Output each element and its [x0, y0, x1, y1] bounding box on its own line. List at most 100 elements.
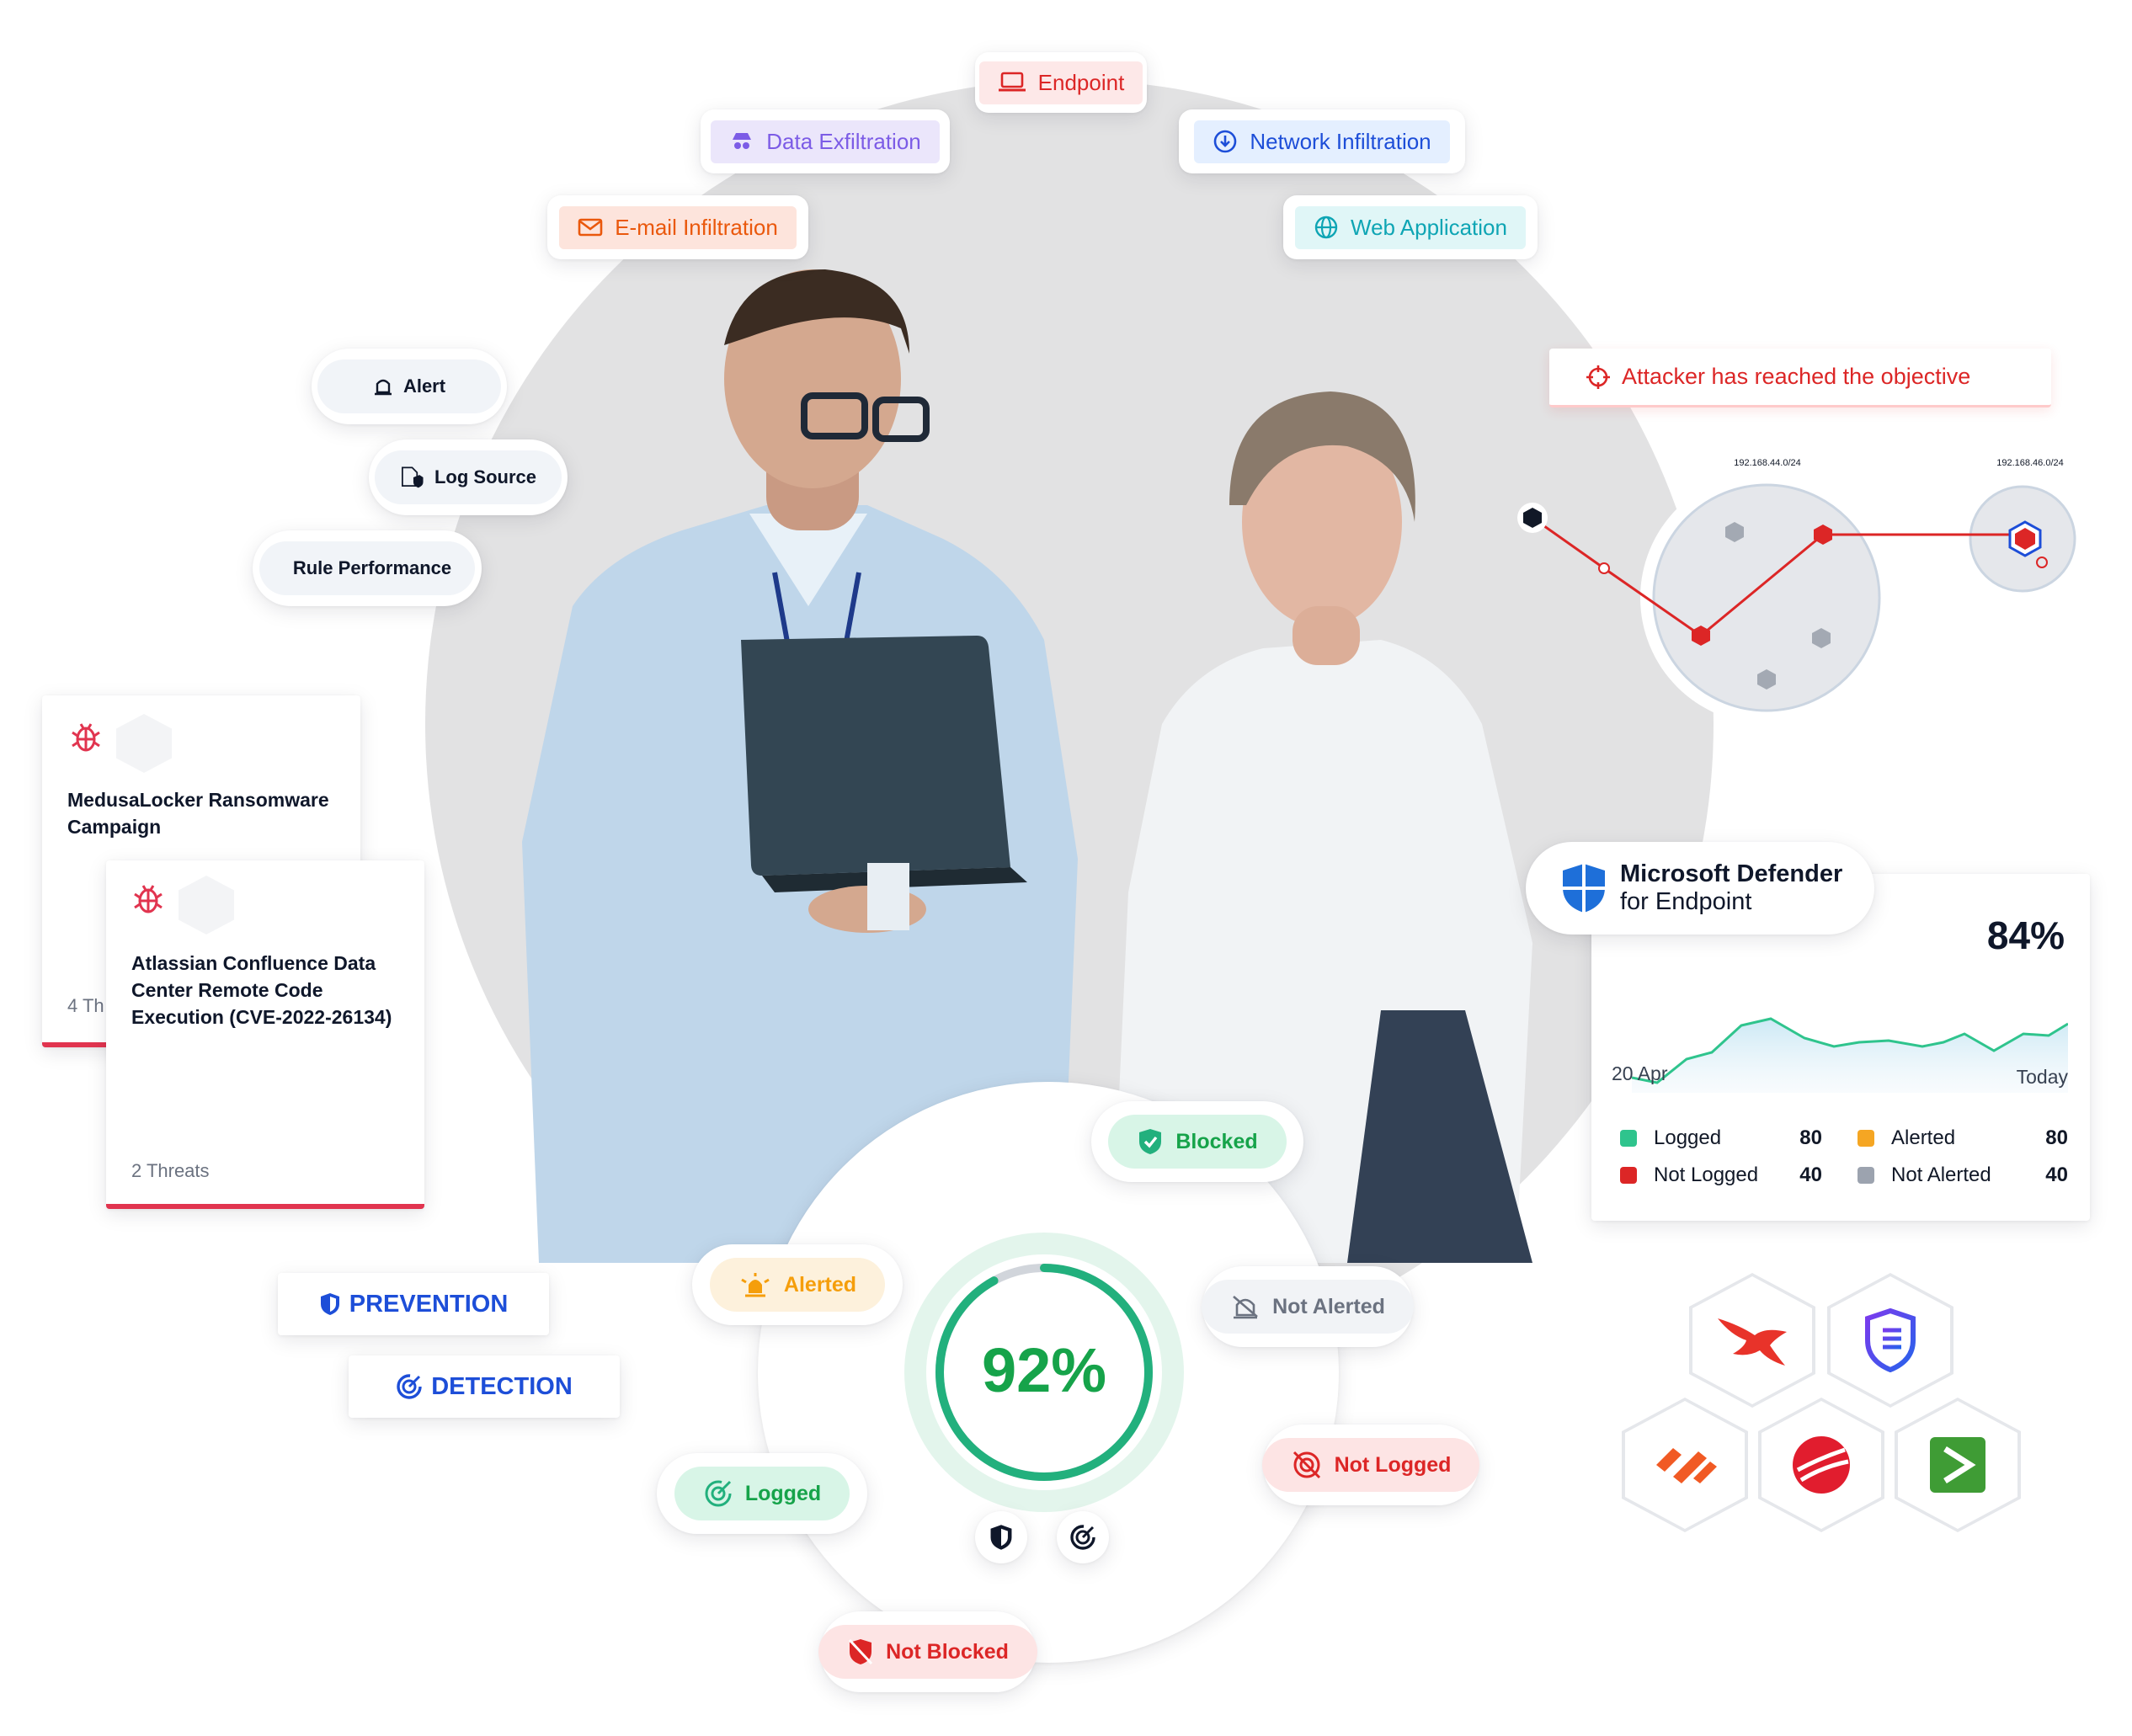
legend-label: Not Logged: [1654, 1164, 1759, 1186]
tag-label: E-mail Infiltration: [615, 214, 778, 240]
hexagon-placeholder: [179, 876, 234, 935]
defender-percent: 84%: [1986, 913, 2065, 957]
terminal-icon: [1930, 1437, 1985, 1493]
tag-label: Web Application: [1351, 214, 1507, 240]
bug-icon: [72, 723, 100, 752]
defender-title-block: Microsoft Defender for Endpoint: [1620, 860, 1842, 916]
threat-title: MedusaLocker Ransomware Campaign: [67, 789, 329, 838]
threat-card-2[interactable]: Atlassian Confluence Data Center Remote …: [106, 860, 424, 1209]
shield-check-icon: [1139, 1129, 1162, 1154]
vendor-trendmicro[interactable]: [1758, 1398, 1884, 1532]
node-icon: [1814, 525, 1832, 545]
shield-mode-toggle[interactable]: [975, 1511, 1027, 1563]
tag-data-exfiltration[interactable]: Data Exfiltration: [701, 109, 950, 173]
prevention-mode-button[interactable]: PREVENTION: [278, 1273, 549, 1335]
tag-label: Endpoint: [1037, 69, 1125, 95]
trendmicro-icon: [1793, 1436, 1850, 1494]
shield-icon: [320, 1293, 339, 1315]
subnet-label: 192.168.46.0/24: [1996, 458, 2064, 468]
status-logged[interactable]: Logged: [657, 1453, 867, 1534]
threat-title: Atlassian Confluence Data Center Remote …: [131, 952, 392, 1028]
node-icon: [1812, 628, 1831, 648]
legend-swatch: [1620, 1167, 1637, 1184]
legend-not-logged: Not Logged 40: [1620, 1164, 1822, 1187]
status-alerted[interactable]: Alerted: [692, 1244, 903, 1325]
threat-count: 4 Th: [67, 995, 104, 1016]
menu-alert-label: Alert: [402, 375, 446, 397]
legend-value: 80: [2045, 1126, 2068, 1149]
menu-log-source[interactable]: Log Source: [369, 439, 568, 515]
status-label: Logged: [744, 1481, 822, 1505]
vendor-terminal[interactable]: [1895, 1398, 2021, 1532]
subnet-label: 192.168.44.0/24: [1734, 458, 1801, 468]
envelope-icon: [578, 218, 603, 237]
target-node-icon: [2008, 520, 2048, 568]
hexagon-placeholder: [116, 714, 172, 773]
status-not-logged[interactable]: Not Logged: [1261, 1424, 1480, 1505]
chart-start-label: 20 Apr: [1612, 1062, 1668, 1084]
legend-swatch: [1620, 1130, 1637, 1147]
target-off-icon: [1293, 1451, 1320, 1479]
chart-end-label: Today: [2016, 1066, 2068, 1088]
defender-trend-chart: [1632, 1017, 2068, 1093]
status-label: Not Logged: [1334, 1452, 1452, 1477]
status-not-alerted[interactable]: Not Alerted: [1202, 1266, 1414, 1347]
detection-mode-button[interactable]: DETECTION: [349, 1355, 620, 1418]
tag-web-application[interactable]: Web Application: [1283, 195, 1538, 259]
laptop-icon: [998, 72, 1026, 92]
legend-logged: Logged 80: [1620, 1126, 1822, 1150]
status-label: Not Blocked: [886, 1639, 1009, 1664]
vendor-shield[interactable]: [1827, 1273, 1953, 1408]
legend-label: Alerted: [1891, 1126, 1956, 1149]
prevention-label: PREVENTION: [349, 1290, 509, 1318]
status-not-blocked[interactable]: Not Blocked: [818, 1611, 1037, 1692]
detection-label: DETECTION: [431, 1372, 573, 1400]
globe-icon: [1314, 216, 1338, 239]
crosshair-icon: [1586, 365, 1610, 389]
tag-email-infiltration[interactable]: E-mail Infiltration: [547, 195, 808, 259]
legend-label: Logged: [1654, 1126, 1722, 1149]
siren-icon: [741, 1273, 770, 1297]
status-label: Not Alerted: [1272, 1294, 1385, 1318]
attack-banner-label: Attacker has reached the objective: [1622, 364, 1971, 389]
siren-icon: [374, 379, 392, 396]
legend-alerted: Alerted 80: [1858, 1126, 2068, 1150]
radar-mode-toggle[interactable]: [1057, 1511, 1109, 1563]
legend-value: 80: [1799, 1126, 1822, 1149]
tag-label: Data Exfiltration: [766, 128, 921, 154]
defender-title: Microsoft Defender: [1620, 860, 1843, 887]
vendor-paloalto[interactable]: [1622, 1398, 1748, 1532]
node-icon: [1692, 626, 1710, 646]
node-icon: [1517, 503, 1548, 533]
attack-banner[interactable]: Attacker has reached the objective: [1549, 349, 2051, 407]
paloalto-icon: [1656, 1448, 1717, 1483]
tag-endpoint[interactable]: Endpoint: [975, 52, 1147, 113]
node-icon: [1725, 522, 1744, 542]
defender-subtitle: for Endpoint: [1620, 888, 1752, 915]
crowdstrike-falcon-icon: [1718, 1318, 1787, 1366]
legend-swatch: [1858, 1167, 1874, 1184]
menu-rule-performance-label: Rule Performance: [292, 557, 452, 578]
status-label: Alerted: [783, 1272, 857, 1297]
menu-rule-performance[interactable]: Rule Performance: [253, 530, 482, 606]
menu-log-source-label: Log Source: [434, 466, 536, 487]
radar-icon: [397, 1374, 422, 1399]
legend-swatch: [1858, 1130, 1874, 1147]
tag-network-infiltration[interactable]: Network Infiltration: [1179, 109, 1465, 173]
shield-stack-icon: [1865, 1308, 1916, 1372]
status-blocked[interactable]: Blocked: [1091, 1101, 1303, 1182]
menu-alert[interactable]: Alert: [312, 349, 507, 424]
target-check-icon: [705, 1480, 732, 1507]
legend-label: Not Alerted: [1891, 1164, 1991, 1186]
shield-icon: [990, 1525, 1012, 1550]
bug-icon: [134, 885, 163, 913]
vendor-crowdstrike[interactable]: [1689, 1273, 1815, 1408]
spy-icon: [733, 133, 752, 149]
score-value: 92%: [981, 1335, 1107, 1405]
attack-path-graph: 192.168.44.0/24 192.168.46.0/24: [1517, 453, 2081, 724]
shield-off-icon: [848, 1638, 873, 1665]
legend-value: 40: [2045, 1164, 2068, 1186]
node-icon: [1757, 669, 1776, 690]
status-label: Blocked: [1175, 1129, 1258, 1153]
radar-icon: [1070, 1525, 1095, 1550]
